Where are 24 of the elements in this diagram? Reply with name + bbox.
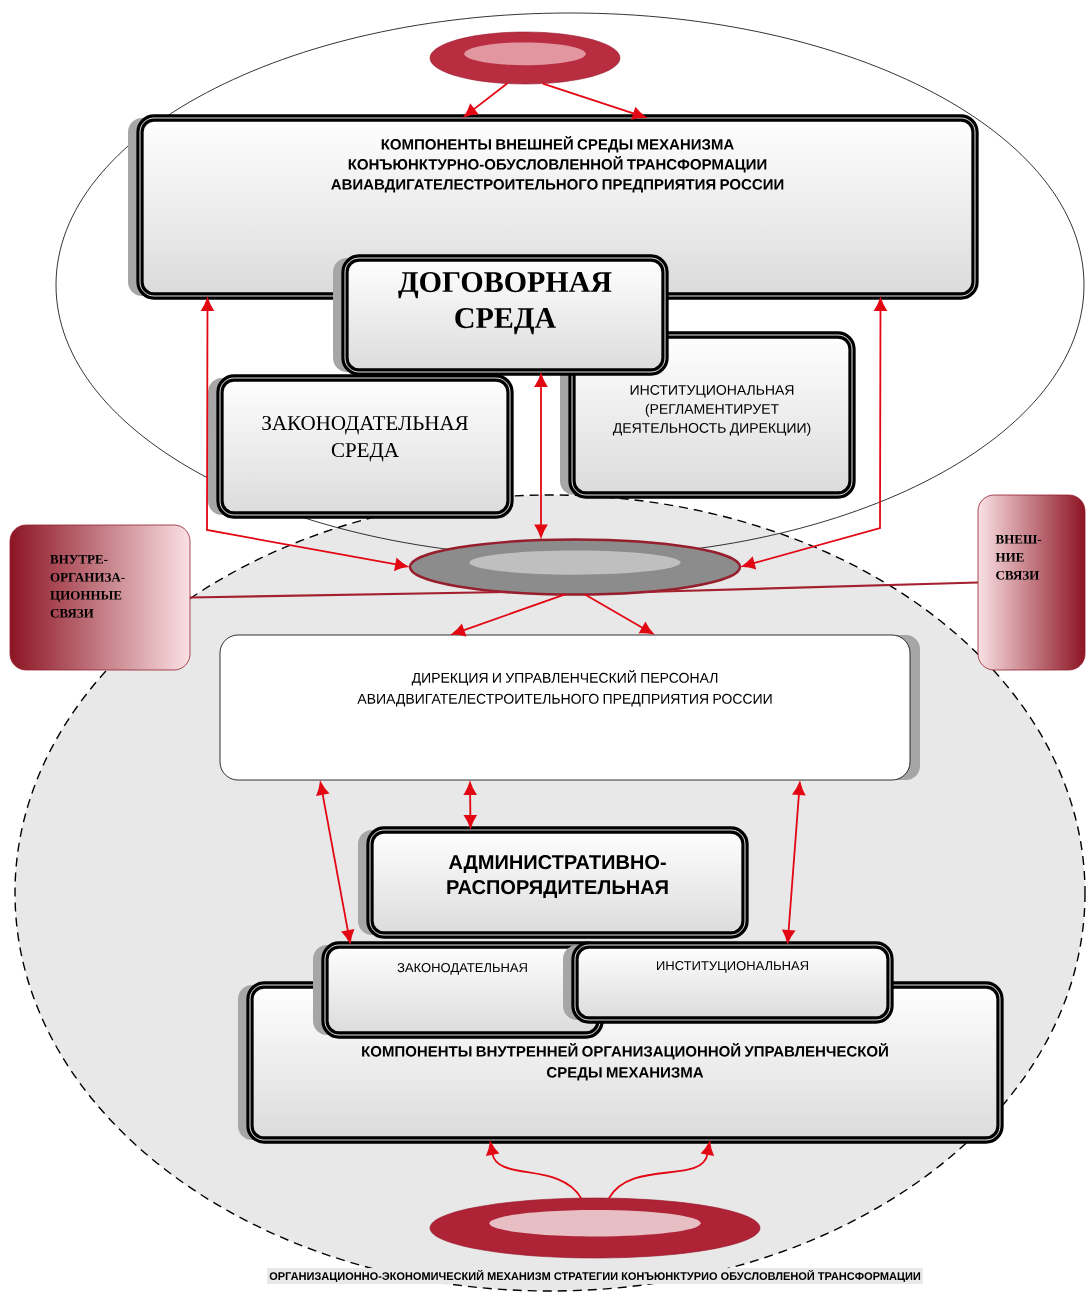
callout-box: ВНУТРЕ- ОРГАНИЗА- ЦИОННЫЕ СВЯЗИ bbox=[9, 524, 191, 671]
callout-box: ВНЕШ- НИЕ СВЯЗИ bbox=[977, 494, 1086, 671]
oval bbox=[429, 31, 621, 85]
oval bbox=[408, 538, 742, 596]
curved-caption: ОРГАНИЗАЦИОННО-ЭКОНОМИЧЕСКИЙ МЕХАНИЗМ СТРАТЕГИИ КОНЪЮНКТУРИО ОБУСЛОВЛЕНОЙ ТРАНСФОРМАЦИИ bbox=[267, 1267, 923, 1285]
arrow bbox=[542, 82, 646, 120]
arrow bbox=[742, 298, 887, 570]
arrow bbox=[782, 782, 806, 943]
arrow bbox=[608, 1142, 714, 1199]
oval bbox=[429, 1197, 761, 1259]
process-box: ИНСТИТУЦИОНАЛЬНАЯ (РЕГЛАМЕНТИРУЕТ ДЕЯТЕЛЬНОСТЬ ДИРЕКЦИИ) bbox=[560, 331, 856, 499]
arrow bbox=[201, 298, 408, 571]
arrow bbox=[464, 782, 477, 828]
arrow bbox=[316, 782, 354, 943]
process-box: ИНСТИТУЦИОНАЛЬНАЯ bbox=[563, 941, 894, 1024]
process-box: ДИРЕКЦИЯ И УПРАВЛЕНЧЕСКИЙ ПЕРСОНАЛ АВИАДВИГАТЕЛЕСТРОИТЕЛЬНОГО ПРЕДПРИЯТИЯ РОССИИ bbox=[219, 634, 920, 781]
arrow bbox=[451, 593, 566, 637]
arrow bbox=[584, 593, 654, 635]
process-box: ЗАКОНОДАТЕЛЬНАЯ СРЕДА bbox=[208, 374, 514, 519]
arrow bbox=[464, 82, 509, 118]
process-box: АДМИНИСТРАТИВНО-РАСПОРЯДИТЕЛЬНАЯ bbox=[358, 826, 749, 939]
process-box: ДОГОВОРНАЯ СРЕДА bbox=[333, 254, 669, 376]
arrow bbox=[486, 1142, 582, 1199]
arrow bbox=[534, 374, 548, 538]
